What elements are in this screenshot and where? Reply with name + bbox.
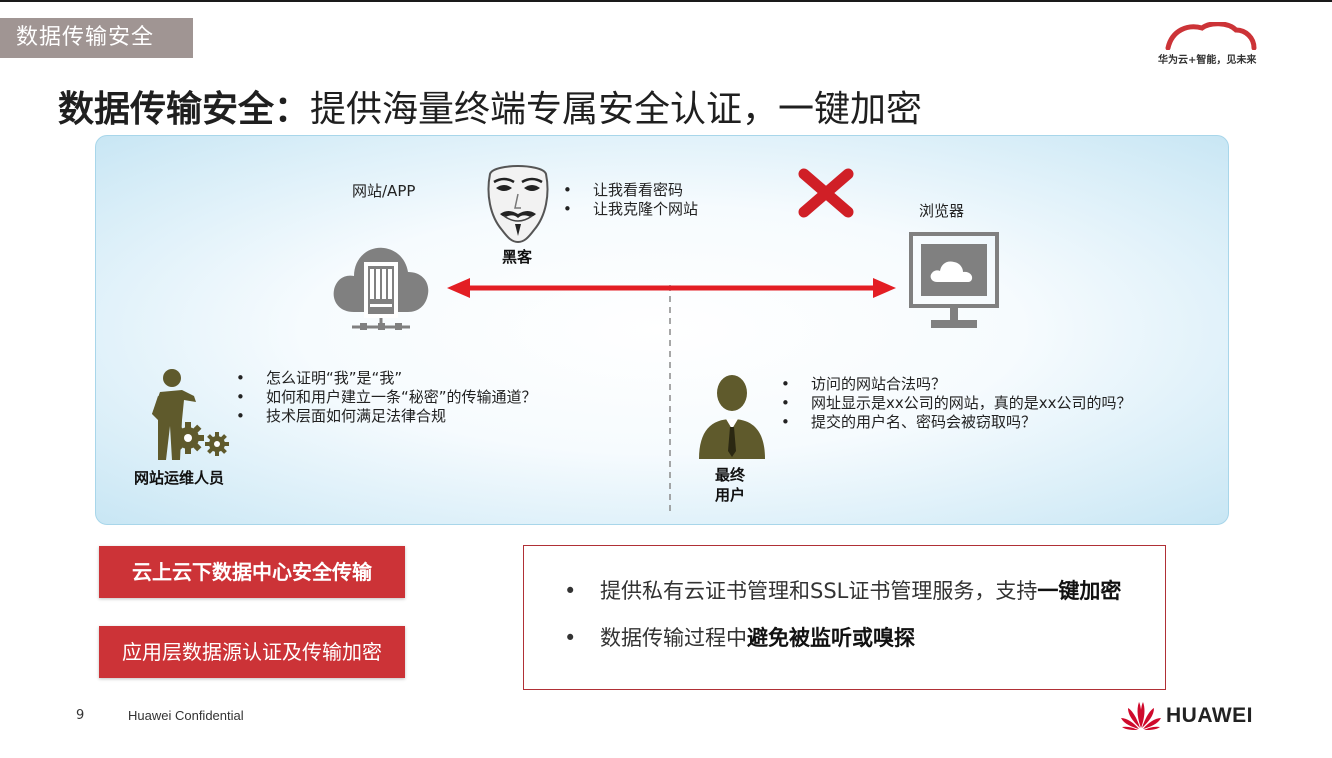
page-title: 数据传输安全：提供海量终端专属安全认证，一键加密	[58, 80, 922, 132]
end-user-bullet: 访问的网站合法吗？	[781, 375, 1132, 394]
hacker-label: 黑客	[502, 248, 533, 266]
confidential-label: Huawei Confidential	[128, 708, 244, 723]
slogan-text: 华为云+智能，见未来	[1158, 55, 1257, 66]
feature-item-highlight: 避免被监听或嗅探	[747, 626, 915, 650]
ops-engineer-icon	[152, 369, 229, 460]
website-label: 网站/APP	[352, 182, 416, 200]
page-title-rest: 提供海量终端专属安全认证，一键加密	[310, 89, 923, 130]
end-user-icon	[699, 375, 765, 459]
ops-bullet: 怎么证明“我”是“我”	[236, 369, 537, 388]
huawei-logo: HUAWEI	[1120, 700, 1270, 732]
ops-bullet: 如何和用户建立一条“秘密”的传输通道？	[236, 388, 537, 407]
feature-box: 提供私有云证书管理和SSL证书管理服务，支持一键加密 数据传输过程中避免被监听或…	[523, 545, 1166, 690]
ops-bullet: 技术层面如何满足法律合规	[236, 407, 537, 426]
hacker-bullet: 让我看看密码	[563, 181, 698, 200]
feature-item: 数据传输过程中避免被监听或嗅探	[564, 623, 1121, 670]
gear-icon	[205, 432, 229, 456]
hacker-bullet-list: 让我看看密码 让我克隆个网站	[563, 181, 698, 219]
feature-list: 提供私有云证书管理和SSL证书管理服务，支持一键加密 数据传输过程中避免被监听或…	[564, 576, 1121, 670]
huawei-cloud-slogan: 华为云+智能，见未来	[1140, 22, 1280, 66]
double-arrow-icon	[447, 278, 896, 298]
huawei-flower-icon	[1121, 702, 1161, 730]
feature-item-text: 提供私有云证书管理和SSL证书管理服务，支持	[600, 579, 1038, 603]
red-x-icon	[798, 168, 854, 218]
feature-item-text: 数据传输过程中	[600, 626, 747, 650]
feature-item: 提供私有云证书管理和SSL证书管理服务，支持一键加密	[564, 576, 1121, 623]
browser-label: 浏览器	[919, 202, 965, 220]
feature-item-highlight: 一键加密	[1037, 579, 1122, 603]
top-border-line	[0, 0, 1332, 2]
end-user-label-line1: 最终	[715, 466, 746, 484]
ops-bullet-list: 怎么证明“我”是“我” 如何和用户建立一条“秘密”的传输通道？ 技术层面如何满足…	[236, 369, 537, 426]
end-user-label-line2: 用户	[715, 486, 746, 504]
page-title-bold: 数据传输安全：	[58, 89, 311, 130]
end-user-bullet: 提交的用户名、密码会被窃取吗？	[781, 413, 1132, 432]
cloud-server-icon	[333, 247, 429, 330]
gear-icon	[172, 422, 204, 454]
huawei-wordmark: HUAWEI	[1166, 704, 1253, 727]
page-number: 9	[76, 708, 85, 723]
cloud-arc-icon	[1165, 22, 1257, 50]
end-user-bullet-list: 访问的网站合法吗？ 网址显示是xx公司的网站，真的是xx公司的吗？ 提交的用户名…	[781, 375, 1132, 432]
hacker-mask-icon	[487, 164, 549, 244]
end-user-bullet: 网址显示是xx公司的网站，真的是xx公司的吗？	[781, 394, 1132, 413]
cloud-transfer-button[interactable]: 云上云下数据中心安全传输	[99, 546, 405, 598]
app-layer-encryption-button[interactable]: 应用层数据源认证及传输加密	[99, 626, 405, 678]
browser-monitor-icon	[909, 232, 999, 328]
section-tag: 数据传输安全	[0, 18, 193, 58]
hacker-bullet: 让我克隆个网站	[563, 200, 698, 219]
ops-label: 网站运维人员	[134, 469, 225, 487]
